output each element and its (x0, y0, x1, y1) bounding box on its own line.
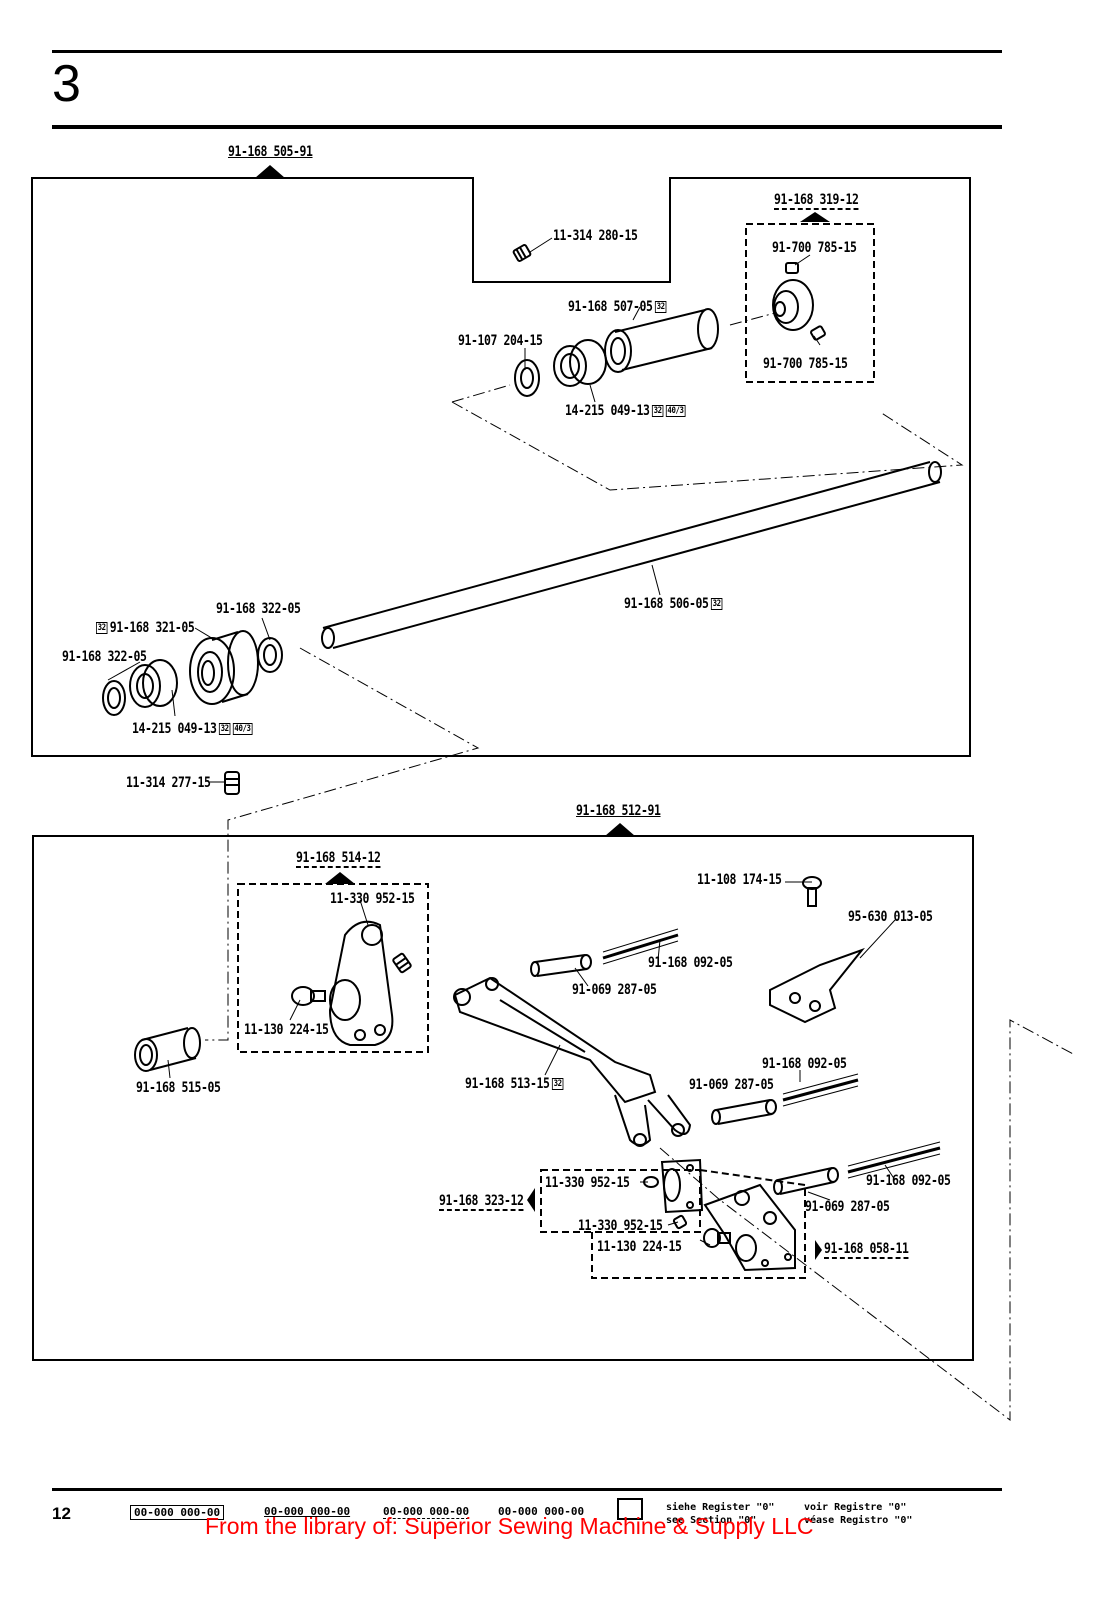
subassembly-number-left: 91-168 323-12 (439, 1193, 524, 1211)
part-label: 91-168 092-05 (648, 955, 733, 971)
part-label: 11-330 952-15 (578, 1218, 663, 1234)
note-german: siehe Register "0" (666, 1502, 775, 1513)
tag-32: 32 (654, 301, 667, 313)
part-label: 11-314 277-15 (126, 775, 211, 791)
part-label: 91-700 785-15 (772, 240, 857, 256)
part-label: 91-700 785-15 (763, 356, 848, 372)
part-label: 91-069 287-05 (805, 1199, 890, 1215)
part-label: 91-168 322-05 (62, 649, 147, 665)
part-number: 91-168 507-05 (568, 299, 653, 315)
part-label: 11-330 952-15 (330, 891, 415, 907)
upper-frame (31, 177, 971, 757)
part-label: 11-314 280-15 (553, 228, 638, 244)
note-french: voir Registre "0" (804, 1502, 907, 1513)
header-rule-top (52, 50, 1002, 53)
part-label: 91-107 204-15 (458, 333, 543, 349)
part-label: 11-108 174-15 (697, 872, 782, 888)
tag-40-3: 40/3 (232, 723, 253, 735)
tag-32: 32 (96, 622, 108, 634)
note-english: see Section "0" (666, 1515, 757, 1526)
legend-plain: 00-000 000-00 (498, 1505, 585, 1518)
lower-frame (32, 835, 974, 1361)
part-number: 14-215 049-13 (132, 721, 217, 737)
library-watermark: From the library of: Superior Sewing Mac… (205, 1513, 814, 1539)
legend-part: 00-000 000-00 (264, 1505, 351, 1518)
part-label: 91-168 092-05 (866, 1173, 951, 1189)
part-label: 91-168 515-05 (136, 1080, 221, 1096)
legend-subassembly: 00-000 000-00 (383, 1505, 470, 1519)
section-number: 3 (52, 55, 81, 113)
tag-32: 32 (218, 723, 231, 735)
part-label: 91-069 287-05 (572, 982, 657, 998)
tag-40-3: 40/3 (665, 405, 686, 417)
part-label: 91-168 092-05 (762, 1056, 847, 1072)
assembly-number-lower: 91-168 512-91 (576, 803, 661, 819)
part-number: 91-168 321-05 (109, 620, 195, 636)
part-label: 11-130 224-15 (597, 1239, 682, 1255)
part-number: 91-168 506-05 (624, 596, 709, 612)
part-number: 91-168 513-15 (465, 1076, 550, 1092)
header-rule-bottom (52, 125, 1002, 129)
tag-32: 32 (651, 405, 664, 417)
note-spanish: véase Registro "0" (804, 1515, 913, 1526)
part-label: 11-330 952-15 (545, 1175, 630, 1191)
legend-assembly: 00-000 000-00 (130, 1505, 225, 1520)
subassembly-number-crank: 91-168 514-12 (296, 850, 381, 868)
page-number: 12 (52, 1504, 71, 1523)
part-label: 91-168 322-05 (216, 601, 301, 617)
subassembly-number-right: 91-168 058-11 (824, 1241, 909, 1259)
tag-32: 32 (710, 598, 723, 610)
assembly-number-upper: 91-168 505-91 (228, 144, 313, 160)
part-number: 14-215 049-13 (565, 403, 650, 419)
tag-32: 32 (551, 1078, 564, 1090)
part-label: 11-130 224-15 (244, 1022, 329, 1038)
part-label: 95-630 013-05 (848, 909, 933, 925)
part-label: 91-069 287-05 (689, 1077, 774, 1093)
subassembly-number-collar: 91-168 319-12 (774, 192, 859, 210)
